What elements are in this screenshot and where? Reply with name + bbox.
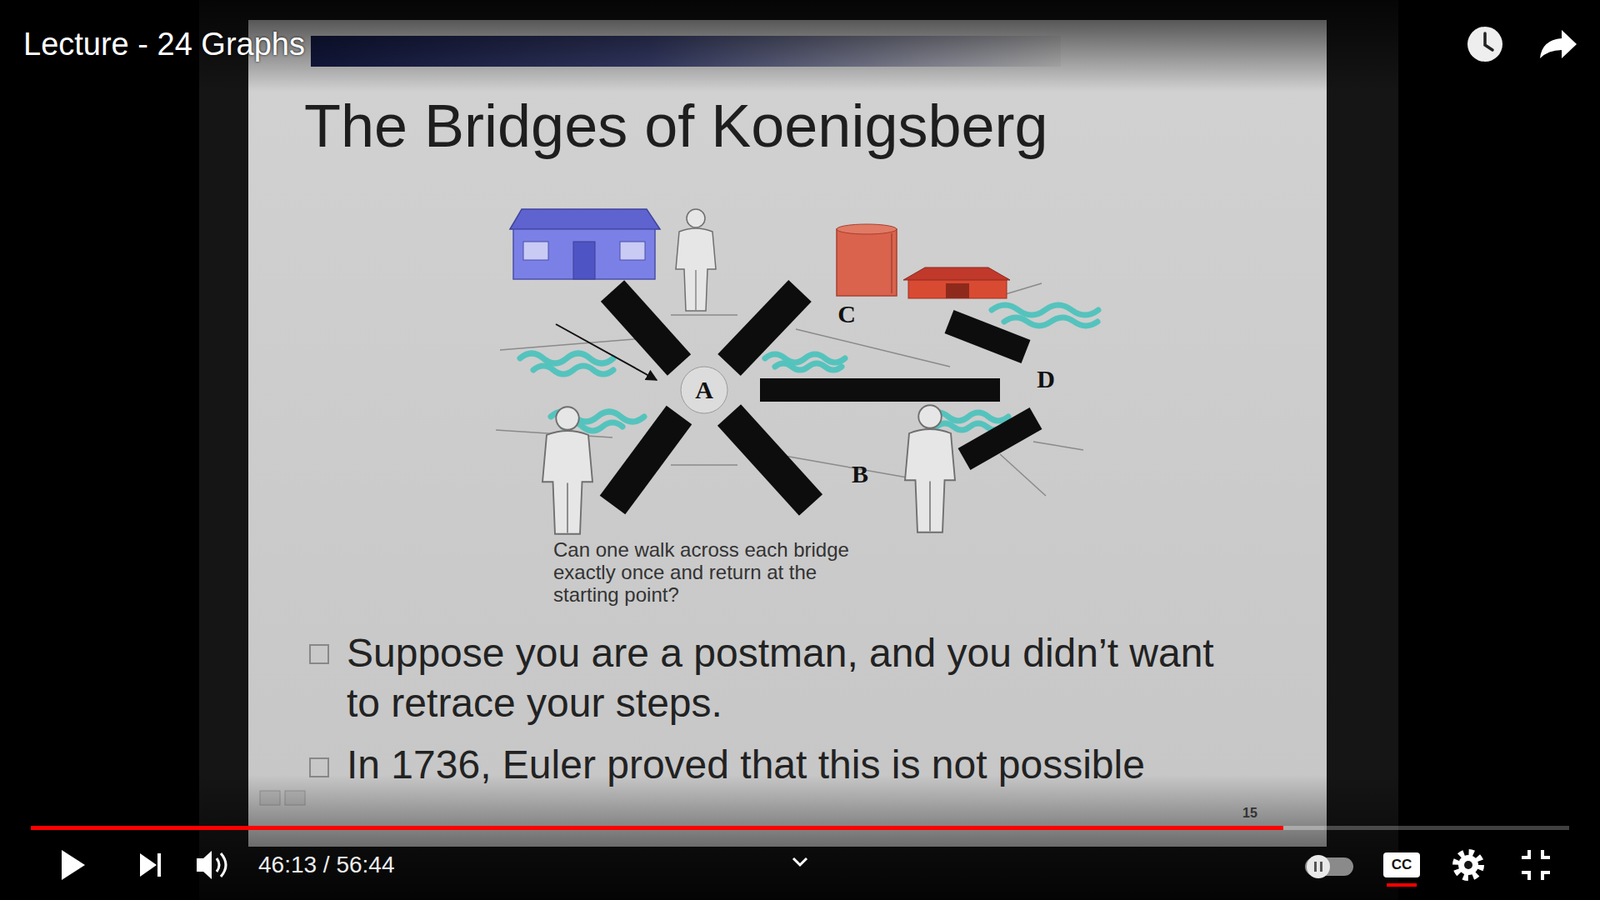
bullet-marker [310, 645, 329, 664]
time-display: 46:13 / 56:44 [258, 850, 395, 880]
volume-icon [196, 850, 212, 880]
fullscreen-corner [1542, 850, 1550, 858]
house-wall [513, 229, 655, 280]
land-label: B [851, 459, 869, 490]
barn-door [945, 283, 970, 299]
progress-played [30, 825, 1284, 830]
volume-wave [220, 853, 226, 877]
house-roof [510, 209, 660, 230]
settings-gear [1458, 855, 1479, 875]
captions-icon [1383, 852, 1420, 878]
bottom-shade [0, 775, 1600, 900]
share-icon [1540, 30, 1577, 59]
autoplay-knob [1306, 855, 1330, 879]
silo-ladder [890, 233, 893, 294]
watch-later-hands [1485, 33, 1493, 50]
person-figure [542, 406, 593, 535]
next-icon-bar [157, 853, 161, 877]
fullscreen-corner [1521, 872, 1530, 880]
autoplay-pause-bar [1314, 861, 1317, 872]
river-bank-line [670, 464, 738, 466]
silo-body [836, 229, 897, 296]
bridge-bar [760, 378, 1000, 402]
koenigsberg-illustration [495, 209, 1099, 535]
bullet-text: Suppose you are a postman, and you didn’… [346, 628, 1235, 729]
land-label: C [837, 299, 856, 330]
river-bank-line [500, 337, 655, 350]
bridges [612, 290, 1036, 505]
video-title: Lecture - 24 Graphs [23, 25, 305, 64]
figure-caption: Can one walk across each bridge exactly … [553, 538, 870, 606]
settings-gear-teeth [1455, 852, 1481, 878]
chapter-chevron [793, 858, 807, 865]
autoplay-pause-bar [1320, 861, 1323, 872]
river-bank-line [1000, 454, 1046, 496]
play-icon [61, 850, 85, 880]
water-wave [765, 354, 845, 363]
land-label: D [1036, 364, 1055, 395]
bridge-bar [729, 415, 811, 505]
water-waves [520, 305, 1099, 431]
barn-wall [908, 278, 1007, 299]
house-window [523, 241, 549, 260]
exit-fullscreen-icon [1521, 850, 1550, 880]
water-wave [520, 353, 614, 364]
volume-wave [216, 858, 220, 872]
barn [903, 267, 1010, 299]
captions-button-text: CC [1391, 856, 1413, 874]
house-door [573, 241, 595, 280]
person-figure [905, 405, 955, 533]
barn-roof [903, 267, 1010, 280]
slide-title: The Bridges of Koenigsberg [304, 90, 1049, 162]
house-window [620, 241, 645, 260]
water-wave [533, 365, 614, 375]
pointer-arrow [555, 324, 657, 380]
progress-track [30, 825, 1570, 830]
bridge-bar [612, 415, 680, 505]
captions-active-bar [1386, 883, 1417, 887]
silo [836, 224, 897, 296]
person-figure [675, 209, 716, 311]
bullet-marker [310, 758, 329, 777]
silo-top [836, 224, 897, 235]
next-icon [140, 853, 157, 877]
river-bank-line [1033, 441, 1084, 450]
water-wave [1004, 317, 1098, 326]
fullscreen-corner [1542, 872, 1550, 880]
bullet-text: In 1736, Euler proved that this is not p… [346, 740, 1235, 790]
video-area [199, 0, 1399, 900]
watch-later-icon [1467, 26, 1503, 62]
island-hub [680, 366, 728, 414]
settings-gear-hole [1464, 860, 1473, 870]
slide-background [248, 20, 1327, 847]
progress-buffered [30, 825, 1325, 830]
river-bank-line [670, 314, 738, 316]
slide-number: 15 [1242, 805, 1258, 821]
water-wave [991, 305, 1099, 315]
land-label: A [695, 375, 714, 405]
water-wave [775, 363, 842, 370]
bridge-bar [729, 290, 800, 365]
bridge-bar [964, 418, 1036, 460]
bridge-bar [612, 290, 680, 365]
house [510, 209, 660, 280]
fullscreen-corner [1521, 850, 1530, 858]
bridge-bar [949, 321, 1026, 352]
top-shade [0, 0, 1600, 92]
